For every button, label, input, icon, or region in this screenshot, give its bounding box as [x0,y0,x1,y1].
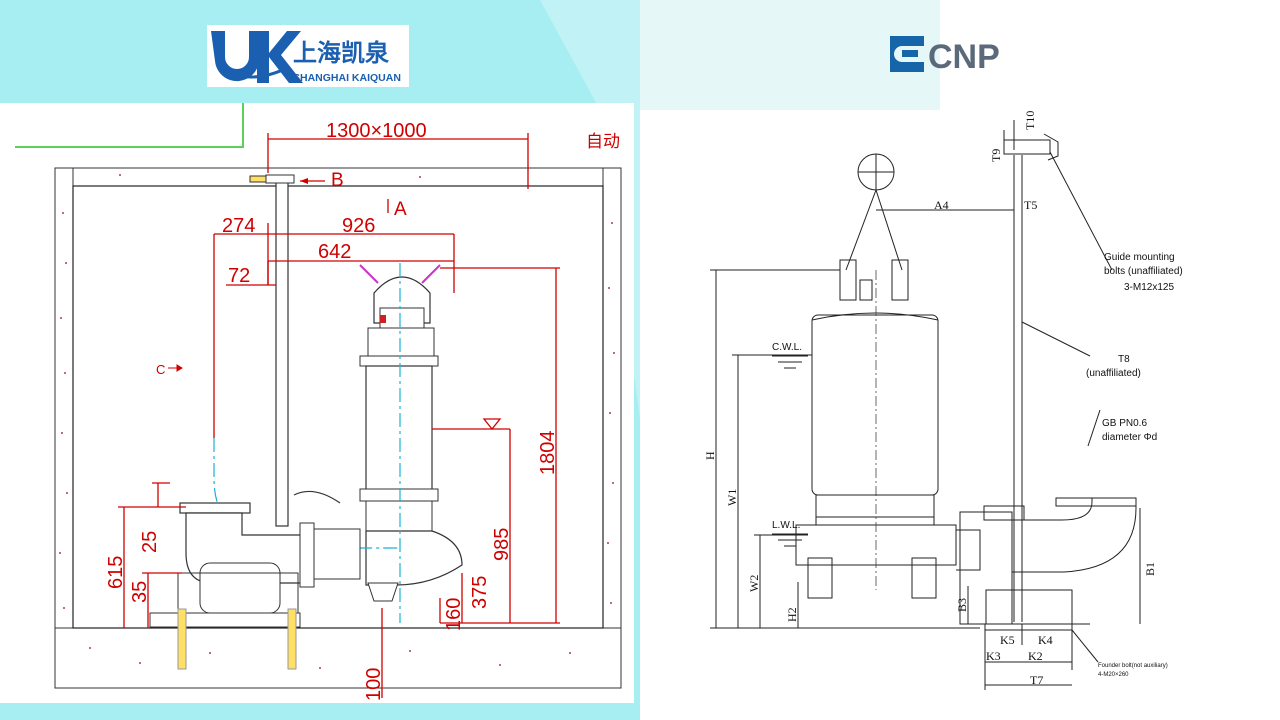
label-auto: 自动 [586,132,620,151]
dim-h: H [703,451,717,460]
callout-gb: GB PN0.6 [1102,418,1147,429]
submersible-pump [359,264,463,602]
dim-k5: K5 [1000,633,1015,647]
section-label-a: A [394,199,407,220]
kaiquan-english: SHANGHAI KAIQUAN [293,72,401,84]
dim-k3: K3 [986,649,1001,663]
kaiquan-emblem-icon: 上海凯泉 SHANGHAI KAIQUAN [211,31,401,84]
callout-founder-bolt-spec: 4-M20×260 [1098,672,1129,678]
dim-h2: H2 [785,607,799,622]
concrete-pit [54,167,622,689]
dim-t9: T9 [989,149,1003,162]
dim-1804: 1804 [537,431,559,476]
kaiquan-chinese: 上海凯泉 [293,39,390,67]
callout-founder-bolt: Founder bolt(not auxiliary) [1098,663,1168,669]
pump-motor [811,314,939,496]
dim-w1: W1 [725,489,739,506]
discharge-elbow [149,490,361,628]
installation-drawing-kaiquan: 1300×1000 自动 B A C 274 926 642 72 [0,103,634,703]
dim-k2: K2 [1028,649,1043,663]
dim-a4: A4 [934,198,949,212]
cnp-emblem-icon [890,36,924,72]
anchor-bolts [177,608,297,670]
dim-w2: W2 [747,575,761,592]
dim-642: 642 [318,241,351,263]
installation-drawing-cnp: A4 T5 T9 T10 H W1 W2 H2 B3 B1 K5 K4 K3 K… [640,110,1280,710]
dim-100: 100 [363,668,385,701]
label-lwl: L.W.L. [772,520,800,531]
section-label-c: C [156,362,165,377]
dim-274: 274 [222,215,255,237]
callout-guide-2: bolts (unaffiliated) [1104,266,1183,277]
dim-35: 35 [129,581,151,603]
guide-rail-cnp [1013,155,1023,622]
section-label-b: B [331,170,344,191]
kaiquan-logo: 上海凯泉 SHANGHAI KAIQUAN [207,25,409,87]
callout-guide-1: Guide mounting [1104,252,1175,263]
dim-t5: T5 [1024,198,1037,212]
dim-160: 160 [443,598,465,631]
dim-25: 25 [139,531,161,553]
dim-926: 926 [342,215,375,237]
dim-t10: T10 [1023,111,1037,130]
callout-t8: T8 [1118,354,1130,365]
dim-b1: B1 [1143,562,1157,576]
callout-guide-3: 3-M12x125 [1124,282,1174,293]
label-cwl: C.W.L. [772,342,802,353]
dim-72: 72 [228,265,250,287]
cnp-logo: CNP [886,32,1036,76]
cnp-wordmark: CNP [928,38,1000,76]
guide-rail [249,174,295,527]
dim-t7: T7 [1030,673,1043,687]
dim-b3: B3 [955,598,969,612]
dim-985: 985 [491,528,513,561]
callout-t8-sub: (unaffiliated) [1086,368,1141,379]
callout-gb-sub: diameter Φd [1102,432,1157,443]
dim-615: 615 [105,556,127,589]
dim-k4: K4 [1038,633,1053,647]
discharge-elbow-cnp [1012,497,1137,573]
dim-pit-size: 1300×1000 [326,120,427,142]
dim-375: 375 [469,576,491,609]
